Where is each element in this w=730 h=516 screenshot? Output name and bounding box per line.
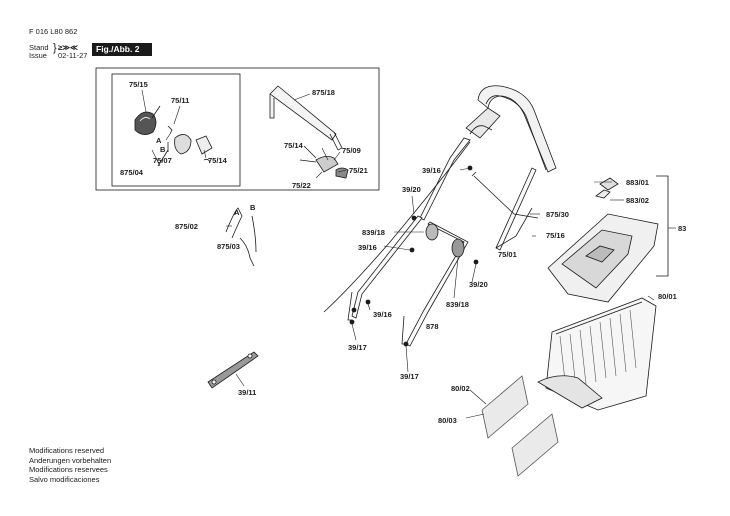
part-label: 75/15 — [129, 80, 148, 89]
part-label: B — [250, 203, 256, 212]
part-label: 75/14 — [208, 156, 227, 165]
detail-subbox — [111, 73, 241, 187]
part-label: 75/14 — [284, 141, 303, 150]
stand-label: Stand — [29, 43, 49, 52]
upper-handle-inset — [269, 85, 349, 179]
part-label: A — [156, 136, 162, 145]
switch-housing-parts — [134, 105, 213, 167]
grass-box-lid — [547, 177, 659, 303]
part-label: 39/17 — [400, 372, 419, 381]
part-label: 878 — [426, 322, 439, 331]
detail-inset-box — [95, 67, 380, 191]
cable-parts — [225, 207, 257, 267]
part-label: 80/03 — [438, 416, 457, 425]
part-label: 75/16 — [546, 231, 565, 240]
part-label: 39/16 — [358, 243, 377, 252]
issue-label: Issue — [29, 51, 47, 60]
grass-bag — [537, 297, 657, 411]
part-label: B — [160, 145, 166, 154]
footer-note: Salvo modificaciones — [29, 474, 100, 484]
part-label: 875/04 — [120, 168, 143, 177]
footer-note: Modifications reservees — [29, 465, 108, 474]
part-label: A — [234, 208, 240, 217]
footer-note: Anderungen vorbehalten — [29, 455, 112, 465]
part-label: 80/02 — [451, 384, 470, 393]
part-label: 75/01 — [498, 250, 517, 259]
part-label: 39/20 — [402, 185, 421, 194]
document-number: F 016 L80 862 — [29, 27, 78, 36]
part-label: 39/20 — [469, 280, 488, 289]
part-label: 39/17 — [348, 343, 367, 352]
part-label: 75/09 — [342, 146, 361, 155]
leader-lines — [141, 89, 676, 419]
part-label: 39/16 — [422, 166, 441, 175]
lid-bracket — [656, 175, 669, 277]
part-label: 883/02 — [626, 196, 649, 205]
part-label: 875/02 — [175, 222, 198, 231]
part-label: 839/18 — [446, 300, 469, 309]
main-handle-assembly — [323, 85, 557, 347]
issue-date: 02-11-27 — [58, 51, 88, 60]
part-label: 875/30 — [546, 210, 569, 219]
figure-label: Fig./Abb. 2 — [92, 43, 152, 56]
part-label: 875/03 — [217, 242, 240, 251]
part-label: 75/21 — [349, 166, 368, 175]
stand-mark: ≥≫≪ — [58, 43, 78, 52]
part-label: 39/16 — [373, 310, 392, 319]
part-label: 75/11 — [171, 96, 190, 105]
part-label: 80/01 — [658, 292, 677, 301]
part-label: 75/07 — [153, 156, 172, 165]
part-label: 39/11 — [238, 388, 257, 397]
part-label: 839/18 — [362, 228, 385, 237]
part-label: 75/22 — [292, 181, 311, 190]
part-label: 883/01 — [626, 178, 649, 187]
footer-note: Modifications reserved — [29, 446, 105, 455]
bracket-part — [207, 351, 259, 389]
part-label: 875/18 — [312, 88, 335, 97]
part-label: 83 — [678, 224, 687, 233]
brace-symbol: } — [53, 42, 57, 54]
filter-panels — [481, 375, 559, 477]
